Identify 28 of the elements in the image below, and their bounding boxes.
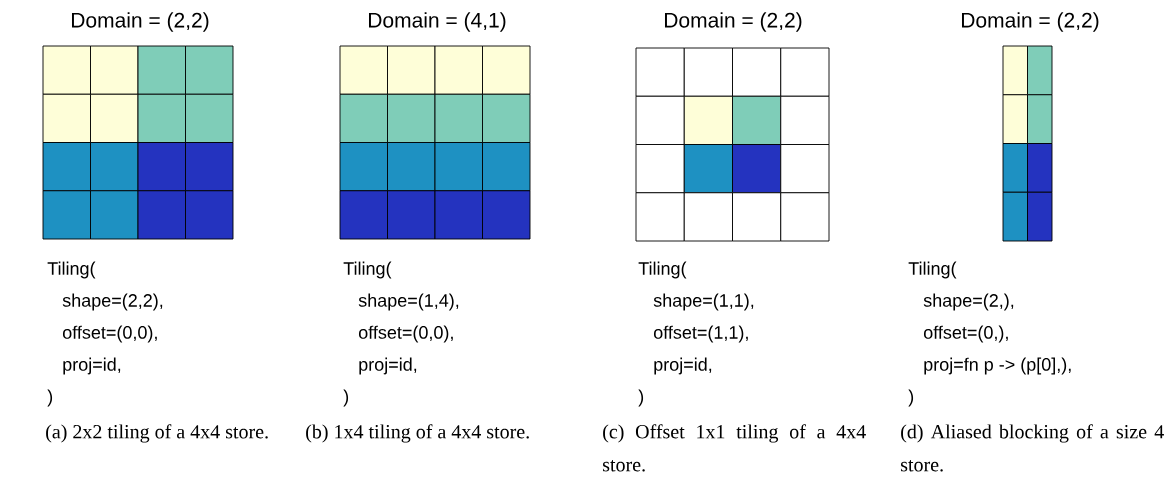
code-line: ) xyxy=(908,389,914,407)
code-line: ) xyxy=(47,389,53,407)
caption: (d) Aliased blocking of a size 4 store. xyxy=(901,424,1164,472)
grid-heading: Domain = (2,2) xyxy=(962,12,1099,32)
code-line: Tiling( xyxy=(343,261,392,279)
code-line: Tiling( xyxy=(638,261,687,279)
code-line: Tiling( xyxy=(47,261,96,279)
code-line: shape=(1,4), xyxy=(358,293,459,311)
code-line: ) xyxy=(638,389,644,407)
code-line: Tiling( xyxy=(908,261,957,279)
grid-heading: Domain = (2,2) xyxy=(72,12,209,32)
code-line: shape=(2,), xyxy=(923,293,1014,311)
code-line: proj=id, xyxy=(63,357,121,375)
code-line: proj=fn p -> (p[0],), xyxy=(924,357,1071,375)
grid-heading: Domain = (4,1) xyxy=(369,12,506,32)
code-line: ) xyxy=(343,389,349,407)
grid-heading: Domain = (2,2) xyxy=(665,12,802,32)
caption: (c) Offset 1x1 tiling of a 4x4 store. xyxy=(603,424,866,472)
code-line: offset=(0,0), xyxy=(62,325,157,343)
code-line: shape=(1,1), xyxy=(653,293,754,311)
caption: (b) 1x4 tiling of a 4x4 store. xyxy=(306,424,529,443)
caption: (a) 2x2 tiling of a 4x4 store. xyxy=(46,424,268,443)
code-line: proj=id, xyxy=(654,357,712,375)
code-line: offset=(0,0), xyxy=(358,325,453,343)
code-line: shape=(2,2), xyxy=(62,293,163,311)
code-line: offset=(0,), xyxy=(923,325,1008,343)
code-line: offset=(1,1), xyxy=(653,325,748,343)
code-line: proj=id, xyxy=(359,357,417,375)
